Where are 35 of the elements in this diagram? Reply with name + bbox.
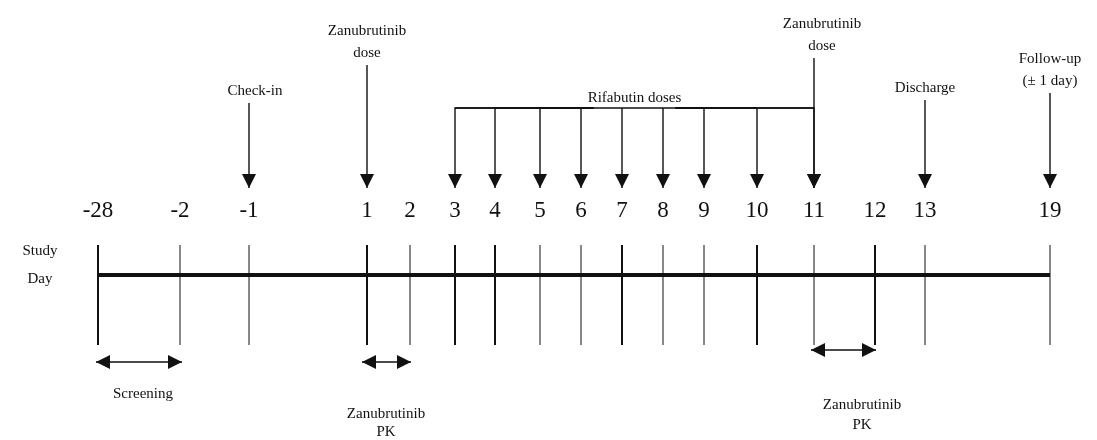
day-number: 5 bbox=[534, 196, 546, 224]
day-number: -1 bbox=[239, 196, 259, 224]
day-number: 4 bbox=[489, 196, 501, 224]
period-label: Zanubrutinib PK bbox=[345, 404, 427, 440]
day-number: 6 bbox=[575, 196, 587, 224]
arrow bbox=[807, 57, 821, 189]
day-number: 3 bbox=[449, 196, 461, 224]
day-number: 12 bbox=[863, 196, 887, 224]
event-label: Follow-up (± 1 day) bbox=[1011, 47, 1089, 91]
day-number: -28 bbox=[82, 196, 114, 224]
arrow bbox=[242, 102, 256, 189]
event-label: Zanubrutinib dose bbox=[319, 19, 415, 63]
day-number: 10 bbox=[745, 196, 769, 224]
axis-label: Study Day bbox=[21, 241, 59, 288]
arrow bbox=[656, 107, 670, 189]
arrow bbox=[360, 64, 374, 189]
event-label: Zanubrutinib dose bbox=[774, 12, 870, 56]
event-label: Discharge bbox=[894, 76, 956, 98]
period-label: Screening bbox=[112, 384, 174, 403]
day-number: -2 bbox=[170, 196, 190, 224]
arrow bbox=[574, 107, 595, 189]
day-number: 19 bbox=[1038, 196, 1062, 224]
arrow bbox=[615, 107, 629, 189]
arrow bbox=[918, 99, 932, 189]
day-number: 1 bbox=[361, 196, 373, 224]
day-number: 8 bbox=[657, 196, 669, 224]
arrow bbox=[1043, 92, 1057, 189]
day-number: 13 bbox=[913, 196, 937, 224]
day-number: 2 bbox=[404, 196, 416, 224]
event-label: Check-in bbox=[227, 79, 283, 101]
event-label: Rifabutin doses bbox=[455, 86, 814, 108]
day-number: 11 bbox=[802, 196, 826, 224]
day-number: 9 bbox=[698, 196, 710, 224]
period-label: Zanubrutinib PK bbox=[821, 395, 903, 434]
day-number: 7 bbox=[616, 196, 628, 224]
